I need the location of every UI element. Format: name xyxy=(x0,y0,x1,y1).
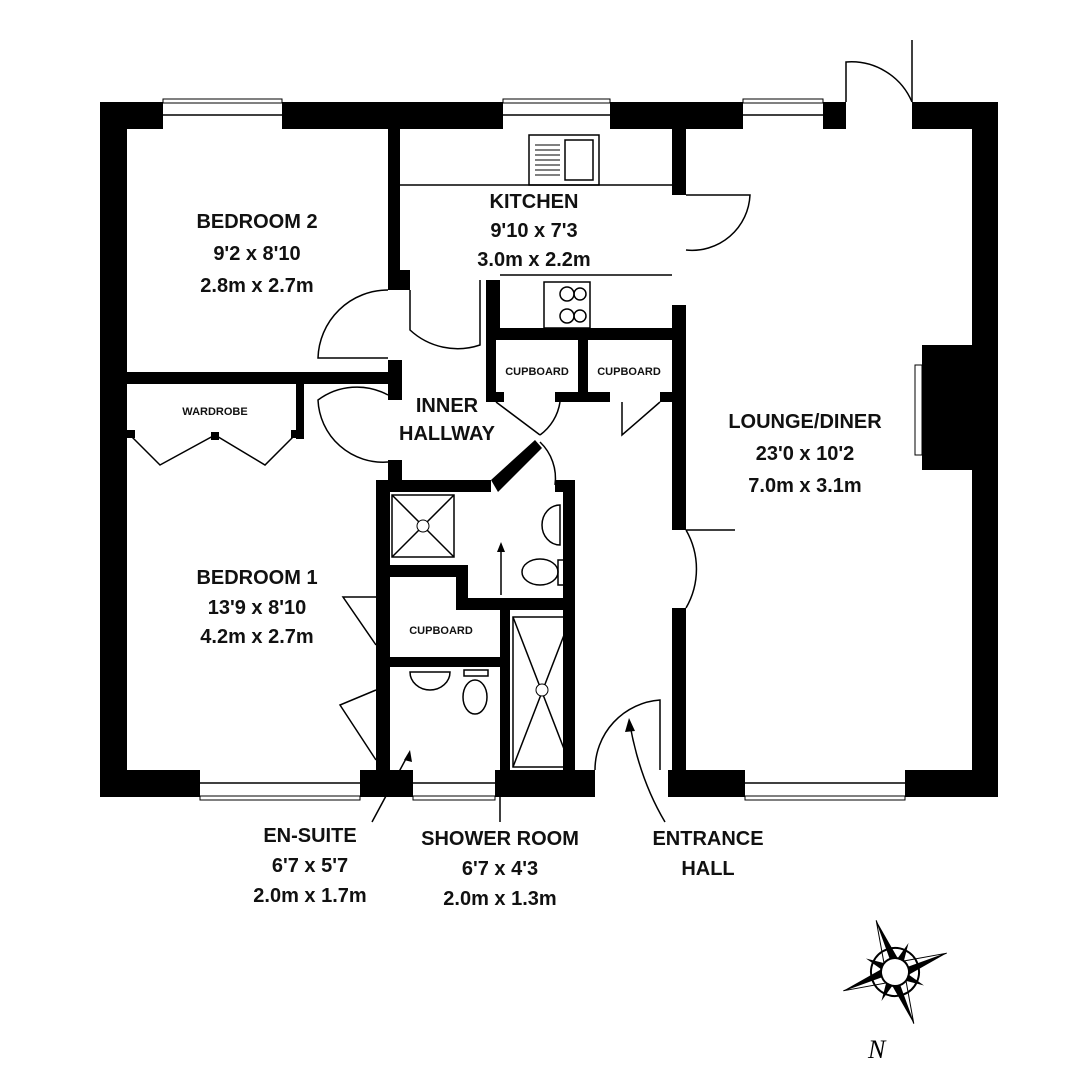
room-label-shower-room: SHOWER ROOM 6'7 x 4'3 2.0m x 1.3m xyxy=(421,828,579,910)
label-pointers xyxy=(371,718,666,823)
sink-icon xyxy=(528,134,600,186)
basin-icon xyxy=(409,671,451,691)
room-label-bedroom-1: BEDROOM 1 13'9 x 8'10 4.2m x 2.7m xyxy=(196,567,317,648)
room-size-imperial: 13'9 x 8'10 xyxy=(208,597,307,619)
room-size-metric: 4.2m x 2.7m xyxy=(200,626,313,648)
room-label-kitchen: KITCHEN 9'10 x 7'3 3.0m x 2.2m xyxy=(477,191,590,271)
basin-icon xyxy=(541,504,561,546)
room-size-metric: 2.0m x 1.7m xyxy=(253,885,366,907)
room-size-imperial: 9'2 x 8'10 xyxy=(213,243,300,265)
kitchen-fittings xyxy=(400,134,672,329)
hob-icon xyxy=(543,281,591,329)
cupboard-label: CUPBOARD xyxy=(409,625,473,637)
room-size-imperial: 6'7 x 4'3 xyxy=(462,858,538,880)
room-size-imperial: 23'0 x 10'2 xyxy=(756,443,855,465)
toilet-icon xyxy=(521,558,559,586)
room-size-metric: 7.0m x 3.1m xyxy=(748,475,861,497)
room-label-inner-hallway: INNER HALLWAY xyxy=(399,395,496,445)
shower-tray-icon xyxy=(391,494,455,558)
room-name: BEDROOM 1 xyxy=(196,567,317,589)
compass-icon xyxy=(843,920,947,1024)
shower-tray-icon xyxy=(512,616,572,768)
room-name: ENTRANCE xyxy=(652,828,763,850)
wardrobe-label: WARDROBE xyxy=(182,406,247,418)
room-size-imperial: 6'7 x 5'7 xyxy=(272,855,348,877)
room-label-bedroom-2: BEDROOM 2 9'2 x 8'10 2.8m x 2.7m xyxy=(196,211,317,297)
room-name: LOUNGE/DINER xyxy=(728,411,882,433)
door-swings xyxy=(317,194,751,771)
front-door xyxy=(845,61,913,103)
room-size-metric: 3.0m x 2.2m xyxy=(477,249,590,271)
toilet-icon xyxy=(462,679,488,715)
room-name: HALLWAY xyxy=(399,423,496,445)
wardrobe: WARDROBE xyxy=(127,406,299,466)
room-name: EN-SUITE xyxy=(263,825,356,847)
interior-walls xyxy=(127,128,686,770)
outer-walls xyxy=(100,102,998,797)
windows xyxy=(162,98,906,801)
room-label-entrance-hall: ENTRANCE HALL xyxy=(652,828,763,880)
cupboard-label: CUPBOARD xyxy=(505,366,569,378)
room-name: BEDROOM 2 xyxy=(196,211,317,233)
room-name: HALL xyxy=(681,858,734,880)
room-label-en-suite: EN-SUITE 6'7 x 5'7 2.0m x 1.7m xyxy=(253,825,366,907)
room-label-lounge-diner: LOUNGE/DINER 23'0 x 10'2 7.0m x 3.1m xyxy=(728,411,882,497)
room-name: SHOWER ROOM xyxy=(421,828,579,850)
compass-north-label: N xyxy=(867,1035,887,1064)
room-size-metric: 2.8m x 2.7m xyxy=(200,275,313,297)
cupboard-label: CUPBOARD xyxy=(597,366,661,378)
room-name: KITCHEN xyxy=(490,191,579,213)
room-name: INNER xyxy=(416,395,479,417)
bathroom-fittings xyxy=(391,494,572,768)
room-size-imperial: 9'10 x 7'3 xyxy=(490,220,577,242)
room-size-metric: 2.0m x 1.3m xyxy=(443,888,556,910)
